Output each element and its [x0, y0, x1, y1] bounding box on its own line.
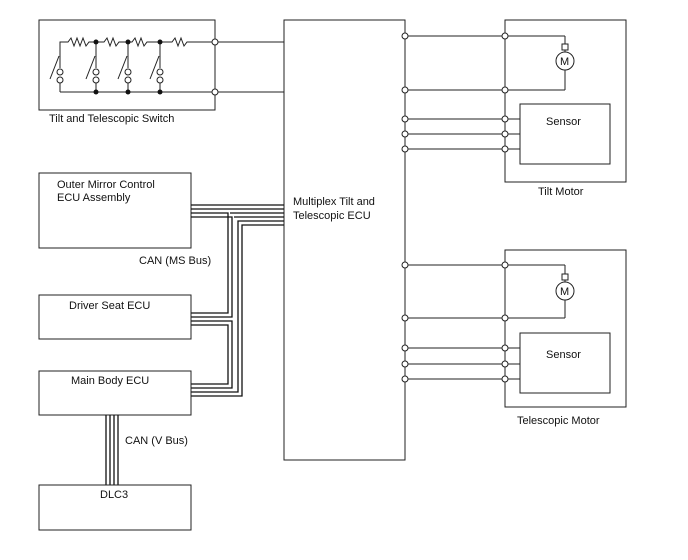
can-ms-bus: CAN (MS Bus)	[139, 204, 284, 397]
tilt-motor-symbol-text: M	[560, 56, 569, 68]
tilt-motor-symbol	[555, 51, 575, 71]
tilt-sensor-label: Sensor	[546, 116, 581, 128]
mirror-ecu-label-line1: Outer Mirror Control	[57, 179, 155, 191]
can-v-bus: CAN (V Bus)	[105, 415, 188, 485]
ecu-label-line2: Telescopic ECU	[293, 210, 371, 222]
telescopic-motor-label: Telescopic Motor	[517, 415, 600, 427]
can-ms-label: CAN (MS Bus)	[139, 255, 211, 267]
tilt-motor: Sensor M Tilt Motor	[504, 19, 627, 198]
multiplex-tilt-telescopic-ecu: Multiplex Tilt and Telescopic ECU	[283, 19, 406, 461]
main-body-ecu: Main Body ECU	[38, 370, 192, 416]
telescopic-sensor-label: Sensor	[546, 349, 581, 361]
telescopic-motor-symbol-text: M	[560, 286, 569, 298]
mirror-ecu-label-line2: ECU Assembly	[57, 192, 131, 204]
seat-ecu-label: Driver Seat ECU	[69, 300, 150, 312]
tilt-telescopic-switch: Tilt and Telescopic Switch	[38, 19, 219, 125]
telescopic-motor: Sensor M Telescopic Motor	[504, 249, 627, 427]
outer-mirror-control-ecu: Outer Mirror Control ECU Assembly	[38, 172, 192, 249]
ecu-label-line1: Multiplex Tilt and	[293, 196, 375, 208]
tilt-sensor-box	[519, 103, 611, 165]
dlc3: DLC3	[38, 484, 192, 531]
body-ecu-label: Main Body ECU	[71, 375, 149, 387]
can-v-label: CAN (V Bus)	[125, 435, 188, 447]
driver-seat-ecu: Driver Seat ECU	[38, 294, 192, 340]
switch-label: Tilt and Telescopic Switch	[49, 113, 174, 125]
telescopic-motor-symbol	[555, 281, 575, 301]
telescopic-sensor-box	[519, 332, 611, 394]
tilt-motor-label: Tilt Motor	[538, 186, 584, 198]
dlc3-label: DLC3	[100, 489, 128, 501]
